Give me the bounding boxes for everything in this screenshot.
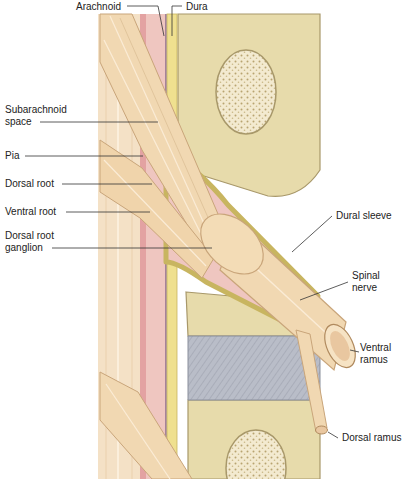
part-label: Dura: [186, 1, 208, 13]
leader-lines: [66, 212, 150, 213]
dorsal-ramus: [296, 330, 327, 432]
leader-lines: [350, 350, 359, 352]
leader-lines: [52, 248, 212, 249]
lower-roots: [106, 384, 170, 479]
leader-lines: [62, 184, 152, 185]
ventral-root: [104, 160, 206, 266]
part-label: Ventral ramus: [360, 342, 406, 366]
leader-lines: [328, 432, 338, 438]
leader-lines: [172, 6, 182, 36]
vertebra: [216, 50, 276, 134]
part-label: Dural sleeve: [336, 210, 392, 222]
ventral-ramus: [318, 320, 361, 373]
dorsal-root-ganglion: [189, 202, 275, 286]
part-label: Dorsal root ganglion: [5, 230, 67, 254]
part-label: Arachnoid: [76, 1, 121, 13]
lower-roots: [100, 372, 192, 479]
ventral-ramus: [318, 320, 361, 373]
leader-lines: [40, 122, 158, 123]
vertebra: [226, 430, 286, 479]
ventral-root: [100, 140, 214, 278]
part-label: Subarachnoid space: [5, 104, 77, 128]
ventral-ramus: [326, 328, 354, 364]
part-label: Dorsal root: [5, 178, 54, 190]
part-label: Spinal nerve: [352, 270, 392, 294]
lower-roots: [100, 372, 192, 479]
part-label: Pia: [5, 150, 19, 162]
part-label: Dorsal ramus: [342, 432, 401, 444]
dorsal-ramus: [316, 426, 328, 434]
leader-lines: [292, 216, 332, 252]
vertebra: [178, 14, 320, 196]
leader-lines: [127, 6, 164, 36]
ventral-root: [100, 140, 214, 278]
leader-lines: [300, 282, 348, 300]
leader-lines: [25, 156, 143, 157]
part-label: Ventral root: [5, 206, 56, 218]
dorsal-ramus: [296, 330, 328, 434]
leader-lines: [25, 6, 359, 438]
